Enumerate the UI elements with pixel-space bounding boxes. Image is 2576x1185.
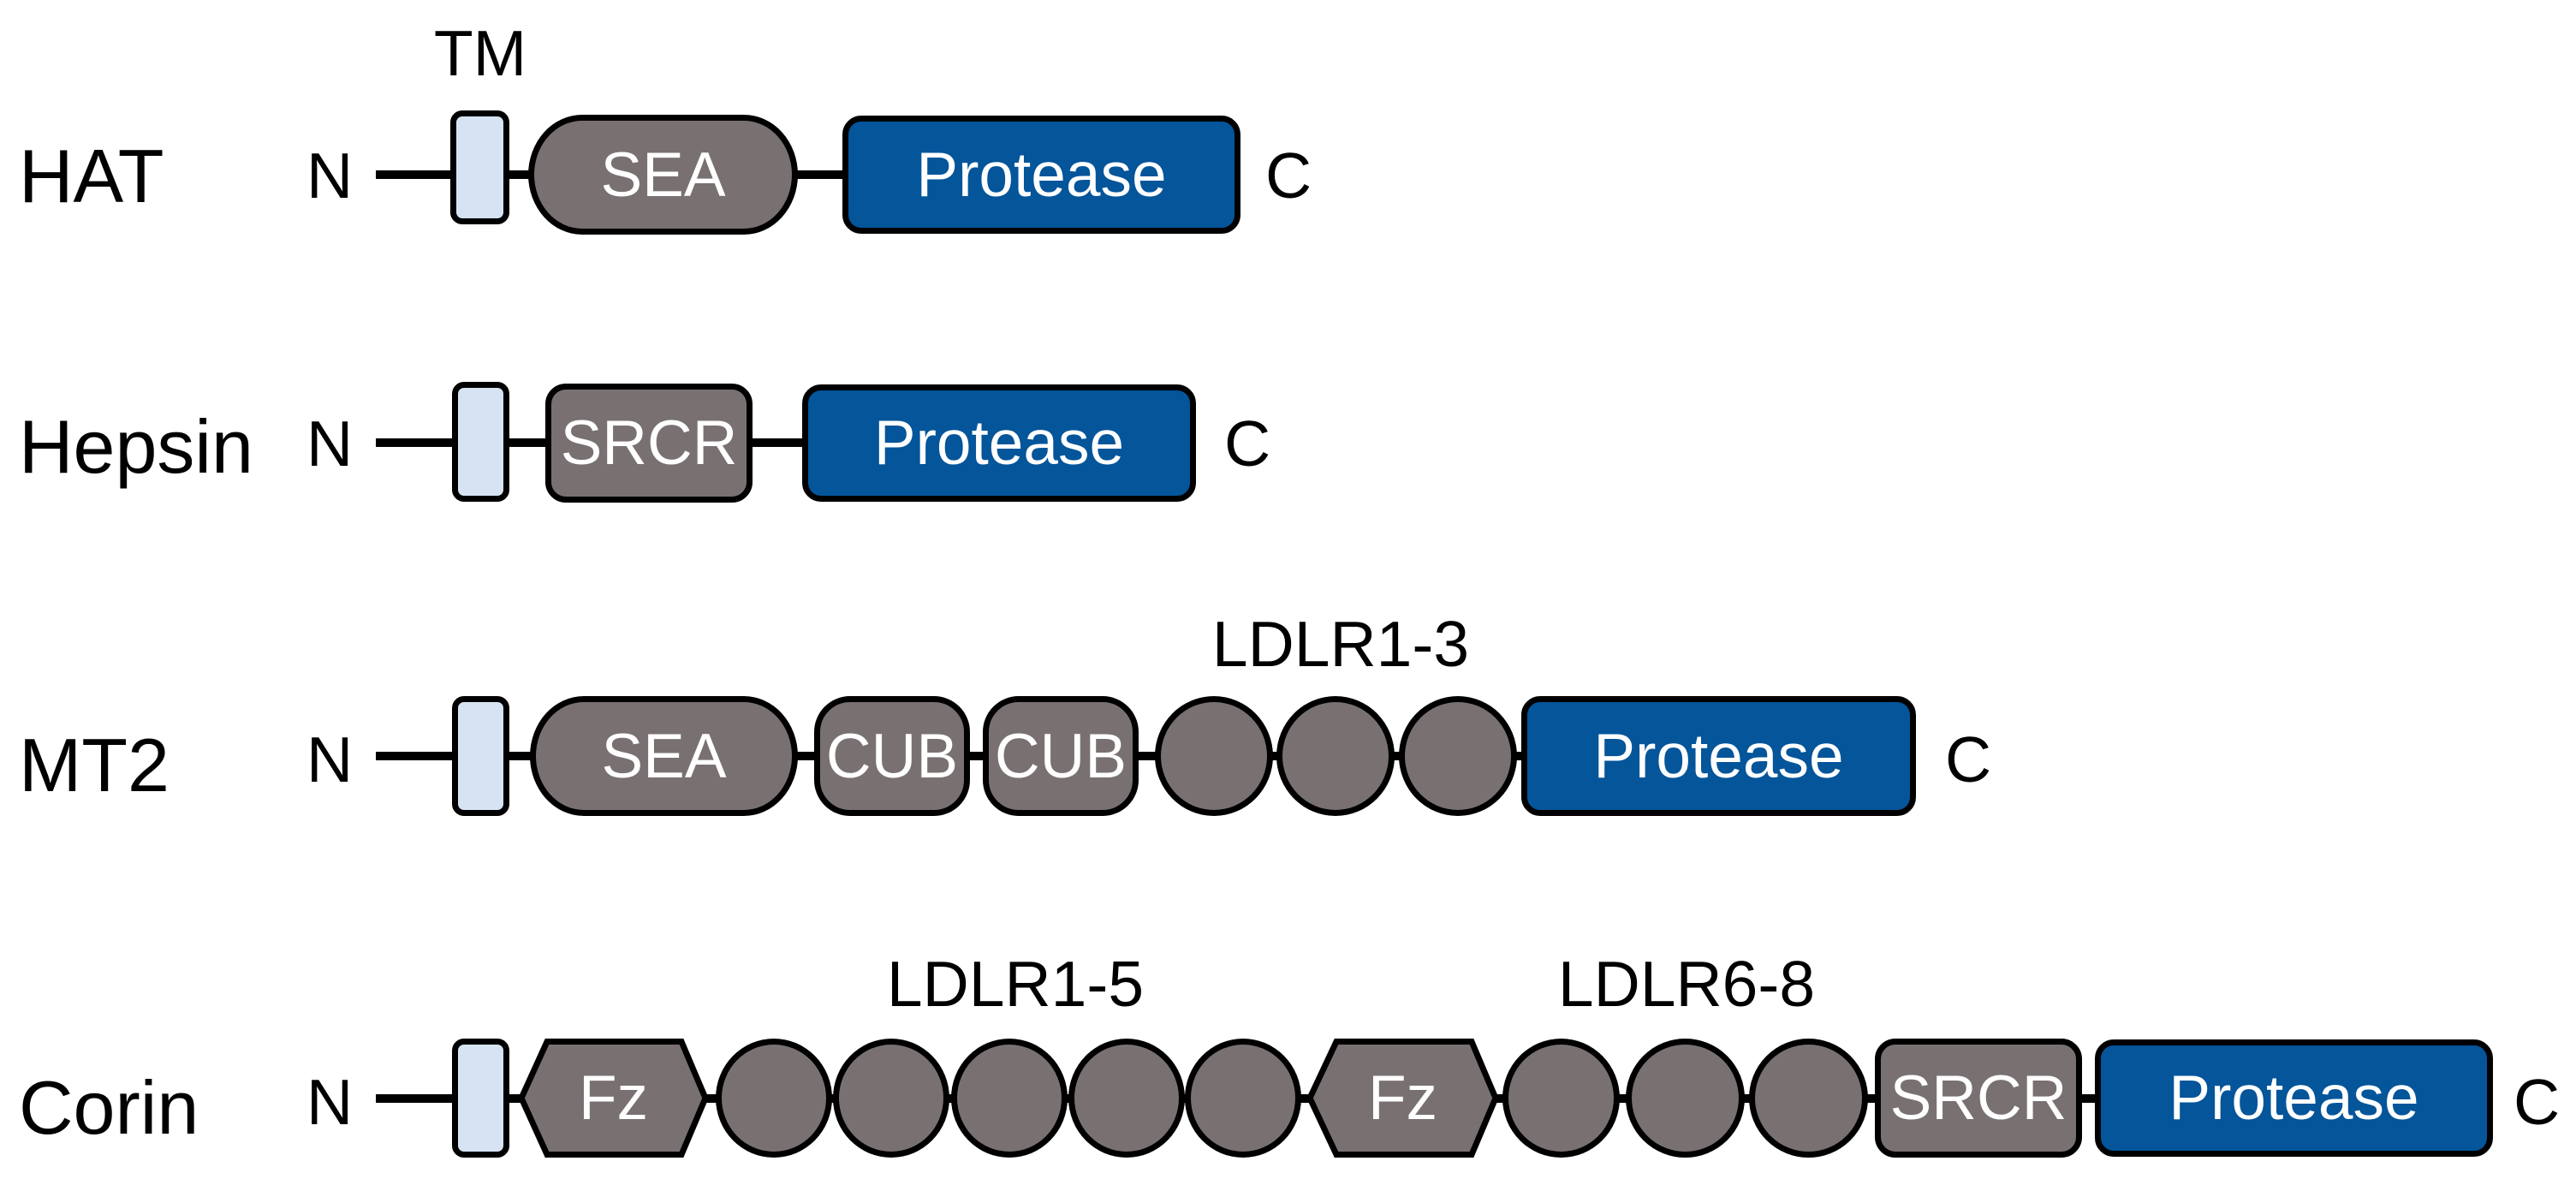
protease-domain: Protease bbox=[2095, 1039, 2493, 1157]
protein-name-hat: HAT bbox=[19, 134, 164, 218]
c-terminus-label: C bbox=[1945, 724, 1992, 795]
tm-domain bbox=[450, 110, 509, 224]
sea-domain: SEA bbox=[528, 115, 798, 235]
protein-name-corin: Corin bbox=[19, 1065, 199, 1150]
fz-label: Fz bbox=[578, 1063, 649, 1133]
n-terminus-label: N bbox=[306, 408, 354, 479]
cub-domain: CUB bbox=[983, 696, 1139, 816]
tm-domain bbox=[452, 696, 509, 816]
ldlr-domain bbox=[1399, 696, 1517, 816]
ldlr-domain bbox=[1185, 1039, 1301, 1158]
ldlr-domain bbox=[716, 1039, 832, 1158]
protein-name-mt2: MT2 bbox=[19, 723, 170, 807]
fz-domain: Fz bbox=[1306, 1039, 1499, 1158]
ldlr-6-8-label: LDLR6-8 bbox=[1557, 948, 1816, 1020]
tm-domain bbox=[452, 1039, 509, 1158]
tm-domain bbox=[452, 382, 509, 502]
hexagon-shape bbox=[518, 1039, 709, 1158]
hexagon-shape bbox=[1306, 1039, 1499, 1158]
cub-domain: CUB bbox=[814, 696, 970, 816]
protease-domain: Protease bbox=[1521, 696, 1916, 816]
fz-label: Fz bbox=[1367, 1063, 1438, 1133]
tm-label: TM bbox=[433, 17, 527, 89]
ldlr-domain bbox=[833, 1039, 949, 1158]
ldlr-domain bbox=[1068, 1039, 1185, 1158]
srcr-domain: SRCR bbox=[545, 384, 753, 503]
c-terminus-label: C bbox=[1265, 140, 1312, 211]
sea-domain: SEA bbox=[530, 696, 798, 816]
n-terminus-label: N bbox=[306, 140, 354, 211]
protease-domain: Protease bbox=[842, 116, 1240, 234]
c-terminus-label: C bbox=[2514, 1066, 2561, 1138]
ldlr-domain bbox=[1155, 696, 1273, 816]
ldlr-1-5-label: LDLR1-5 bbox=[886, 948, 1145, 1020]
ldlr-1-3-label: LDLR1-3 bbox=[1211, 608, 1470, 680]
ldlr-domain bbox=[1749, 1039, 1868, 1158]
ldlr-domain bbox=[1276, 696, 1395, 816]
protease-domain: Protease bbox=[802, 384, 1196, 502]
n-terminus-label: N bbox=[306, 1066, 354, 1138]
fz-domain: Fz bbox=[518, 1039, 709, 1158]
protein-name-hepsin: Hepsin bbox=[19, 404, 253, 489]
c-terminus-label: C bbox=[1224, 408, 1271, 479]
ldlr-domain bbox=[951, 1039, 1068, 1158]
n-terminus-label: N bbox=[306, 724, 354, 795]
ldlr-domain bbox=[1626, 1039, 1745, 1158]
srcr-domain: SRCR bbox=[1875, 1039, 2082, 1158]
ldlr-domain bbox=[1502, 1039, 1620, 1158]
